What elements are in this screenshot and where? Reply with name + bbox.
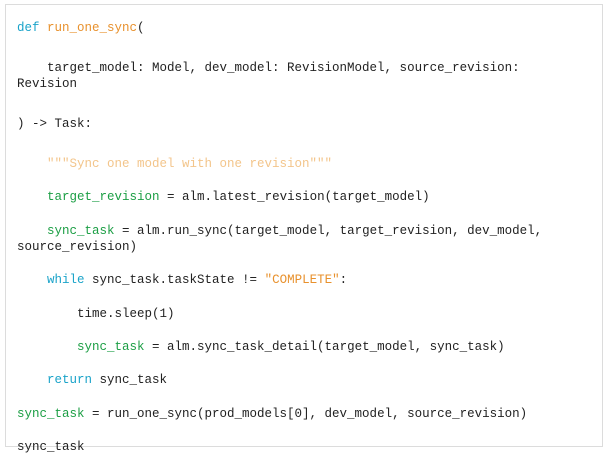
code-line-task-detail: sync_task = alm.sync_task_detail(target_… [17, 339, 505, 355]
task-detail-expr: = alm.sync_task_detail(target_model, syn… [144, 340, 505, 354]
string-complete: "COMPLETE" [264, 273, 340, 287]
run-sync-wrap-text: source_revision) [17, 240, 138, 254]
docstring: """Sync one model with one revision""" [17, 157, 333, 171]
keyword-while: while [47, 273, 85, 287]
code-line-sleep: time.sleep(1) [17, 306, 175, 322]
call-expr: = run_one_sync(prod_models[0], dev_model… [84, 407, 528, 421]
params-wrap-text: Revision [17, 77, 78, 91]
keyword-def: def [17, 21, 40, 35]
return-value: sync_task [92, 373, 168, 387]
return-type-text: ) -> Task: [17, 117, 93, 131]
code-line-call: sync_task = run_one_sync(prod_models[0],… [17, 406, 527, 422]
code-line-docstring: """Sync one model with one revision""" [17, 156, 332, 172]
code-cell[interactable]: def run_one_sync( target_model: Model, d… [5, 4, 603, 454]
params-text: target_model: Model, dev_model: Revision… [17, 61, 520, 75]
var-target-revision: target_revision [47, 190, 160, 204]
run-sync-expr: = alm.run_sync(target_model, target_revi… [114, 224, 543, 238]
code-line-while: while sync_task.taskState != "COMPLETE": [17, 272, 347, 288]
indent [17, 190, 47, 204]
indent [17, 224, 47, 238]
code-line-params: target_model: Model, dev_model: Revision… [17, 60, 520, 76]
keyword-return: return [47, 373, 93, 387]
paren-open: ( [137, 21, 145, 35]
code-line-output: sync_task [17, 439, 85, 455]
while-condition: sync_task.taskState != [84, 273, 265, 287]
target-revision-expr: = alm.latest_revision(target_model) [159, 190, 430, 204]
code-line-params-wrap: Revision [17, 76, 77, 92]
colon: : [339, 273, 348, 287]
code-line-return: return sync_task [17, 372, 167, 388]
var-sync-task: sync_task [17, 407, 85, 421]
code-line-run-sync: sync_task = alm.run_sync(target_model, t… [17, 223, 542, 239]
code-line-def: def run_one_sync( [17, 20, 145, 36]
code-line-return-type: ) -> Task: [17, 116, 92, 132]
indent [17, 273, 47, 287]
code-line-run-sync-wrap: source_revision) [17, 239, 137, 255]
output-expr: sync_task [17, 440, 85, 454]
indent [17, 340, 77, 354]
var-sync-task: sync_task [47, 224, 115, 238]
code-line-target-revision: target_revision = alm.latest_revision(ta… [17, 189, 430, 205]
sleep-text: time.sleep(1) [17, 307, 175, 321]
indent [17, 373, 47, 387]
function-name: run_one_sync [47, 21, 138, 35]
var-sync-task: sync_task [77, 340, 145, 354]
